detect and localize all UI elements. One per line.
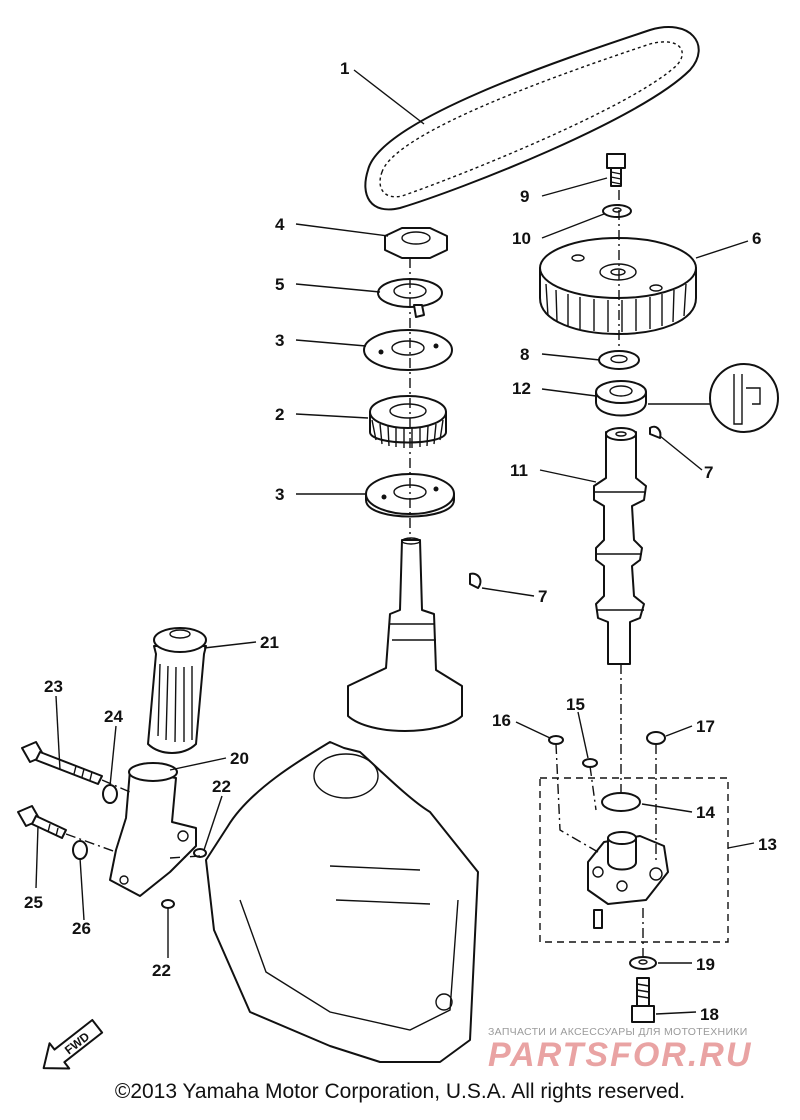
pump-washer (629, 956, 657, 970)
oil-seal (595, 380, 647, 417)
callout-7-cam: 7 (704, 463, 713, 482)
oil-pump-assembly (539, 777, 729, 943)
crankshaft (347, 537, 463, 732)
callout-3-lower: 3 (275, 485, 284, 504)
o-ring-16 (548, 735, 564, 745)
crankcase-cover (205, 741, 479, 1063)
callout-26: 26 (72, 919, 91, 938)
oil-filter (147, 627, 207, 754)
pulley-nut (384, 227, 448, 259)
callout-3-upper: 3 (275, 331, 284, 350)
callout-15: 15 (566, 695, 585, 714)
washer-26 (72, 840, 88, 860)
housing-bolt-short (17, 805, 67, 839)
callout-18: 18 (700, 1005, 719, 1024)
callout-23: 23 (44, 677, 63, 696)
woodruff-key-crank (469, 572, 482, 589)
o-ring-15 (582, 758, 598, 768)
callout-20: 20 (230, 749, 249, 768)
callout-21: 21 (260, 633, 279, 652)
fwd-arrow: FWD (42, 1018, 104, 1070)
callout-16: 16 (492, 711, 511, 730)
cam-washer (598, 350, 640, 370)
pulley-washer (602, 204, 632, 218)
callout-9: 9 (520, 187, 529, 206)
plate-upper (363, 329, 453, 371)
oil-seal-detail-inset (648, 363, 779, 433)
copyright-notice: ©2013 Yamaha Motor Corporation, U.S.A. A… (114, 1080, 686, 1103)
callout-24: 24 (104, 707, 123, 726)
callout-11: 11 (510, 461, 528, 480)
washer-24 (102, 784, 118, 804)
camshaft (593, 427, 647, 665)
drive-gear (369, 395, 447, 448)
callout-12: 12 (512, 379, 531, 398)
callout-2: 2 (275, 405, 284, 424)
callout-14: 14 (696, 803, 715, 822)
callout-5: 5 (275, 275, 284, 294)
watermark-tagline: ЗАПЧАСТИ И АКСЕССУАРЫ ДЛЯ МОТОТЕХНИКИ (488, 1026, 748, 1038)
woodruff-key-cam (649, 425, 662, 439)
filter-housing (109, 762, 197, 897)
leader-lines (35, 69, 755, 1015)
driven-pulley (539, 237, 697, 335)
callout-labels: 1 2 3 3 4 5 6 7 7 8 9 10 11 12 13 14 15 … (24, 59, 777, 1024)
o-ring-22-upper (193, 848, 207, 858)
pulley-bolt (606, 153, 626, 187)
callout-13: 13 (758, 835, 777, 854)
callout-22-upper: 22 (212, 777, 231, 796)
callout-17: 17 (696, 717, 715, 736)
callout-19: 19 (696, 955, 715, 974)
callout-22-lower: 22 (152, 961, 171, 980)
callout-7-crank: 7 (538, 587, 547, 606)
callout-1: 1 (340, 59, 349, 78)
callout-6: 6 (752, 229, 761, 248)
callout-25: 25 (24, 893, 43, 912)
housing-bolt-long (21, 741, 103, 785)
o-ring-22-lower (161, 899, 175, 909)
watermark-site: PARTSFOR.RU (488, 1036, 753, 1074)
o-ring-17 (646, 731, 666, 745)
callout-8: 8 (520, 345, 529, 364)
pump-bolt (631, 977, 655, 1023)
callout-10: 10 (512, 229, 531, 248)
timing-belt (364, 26, 700, 211)
callout-4: 4 (275, 215, 285, 234)
